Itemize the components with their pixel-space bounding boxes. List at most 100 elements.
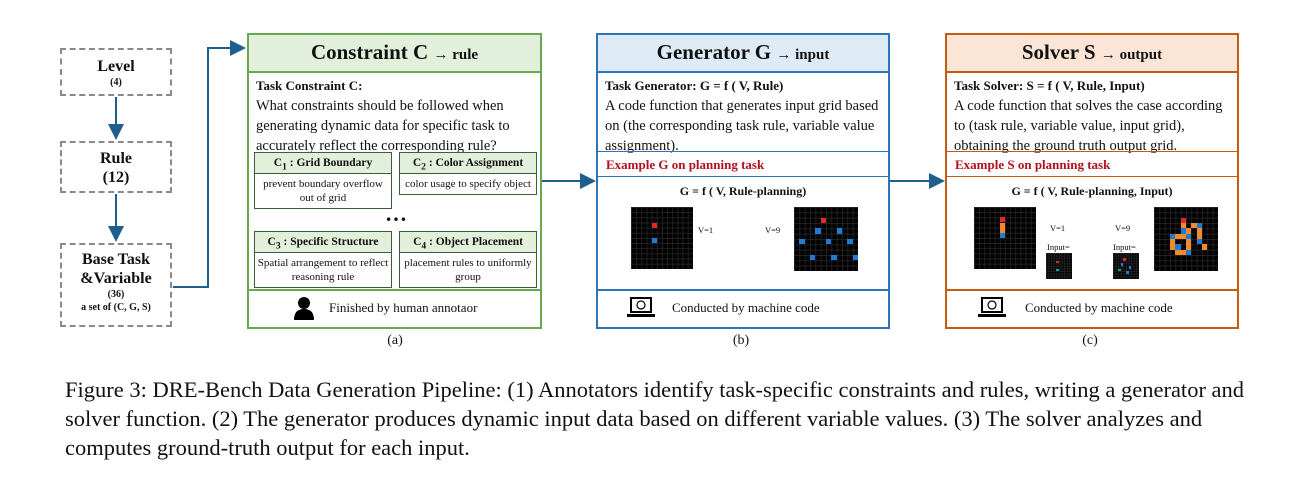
generator-title-sub: → input: [776, 47, 830, 63]
solver-input-label-left: Input=: [1047, 242, 1070, 252]
solver-desc-block: Task Solver: S = f ( V, Rule, Input) A c…: [954, 76, 1231, 156]
constraint-desc: Task Constraint C: What constraints shou…: [256, 76, 534, 156]
solver-panel: Solver S → output Task Solver: S = f ( V…: [945, 33, 1239, 329]
constraint-heading: Task Constraint C:: [256, 78, 363, 93]
constraint-box-1: C1 : Grid Boundary prevent boundary over…: [254, 152, 392, 209]
solver-output-grid-right: [1154, 207, 1218, 271]
constraint-3-index: 3: [275, 240, 281, 252]
grid-cell: [1180, 249, 1186, 255]
constraint-box-4: C4 : Object Placement placement rules to…: [399, 231, 537, 288]
constraint-panel-header: Constraint C → rule: [249, 35, 540, 73]
grid-cell: [1180, 228, 1186, 234]
grid-cell: [1170, 233, 1176, 239]
base-task-box: Base Task &Variable (36) a set of (C, G,…: [60, 243, 172, 327]
generator-formula: G = f ( V, Rule-planning): [679, 184, 807, 198]
generator-desc-block: Task Generator: G = f ( V, Rule) A code …: [605, 76, 882, 156]
constraint-4-name: : Object Placement: [429, 236, 523, 248]
solver-panel-header: Solver S → output: [947, 35, 1237, 73]
grid-cell: [1196, 228, 1202, 234]
rule-box: Rule (12): [60, 141, 172, 193]
grid-cell: [1175, 233, 1181, 239]
laptop-icon: [978, 297, 1006, 317]
base-task-label-2: &Variable: [80, 270, 152, 287]
constraint-4-index: 4: [421, 240, 427, 252]
constraint-panel: Constraint C → rule Task Constraint C: W…: [247, 33, 542, 329]
constraint-title: Constraint C: [310, 40, 429, 64]
grid-cell: [1196, 239, 1202, 245]
rule-count: (12): [102, 169, 130, 186]
solver-title: Solver S: [1021, 40, 1096, 64]
grid-cell: [1186, 233, 1192, 239]
grid-cell: [1186, 244, 1192, 250]
grid-cell: [1202, 244, 1208, 250]
grid-cell: [1175, 249, 1181, 255]
base-task-label-1: Base Task: [81, 251, 151, 268]
constraint-3-label: C: [267, 236, 276, 248]
grid-cell: [1170, 244, 1176, 250]
solver-output-grid-left: [974, 207, 1036, 269]
grid-cell: [820, 217, 826, 223]
grid-cell: [1128, 266, 1132, 269]
level-count: (4): [110, 77, 122, 88]
generator-grid-right: [794, 207, 858, 271]
caption-a: (a): [387, 333, 403, 348]
solver-footer: Conducted by machine code: [947, 289, 1237, 327]
constraint-footer: Finished by human annotaor: [249, 289, 540, 327]
caption-b: (b): [732, 333, 750, 348]
constraint-4-desc: placement rules to uniformly group: [404, 257, 532, 283]
grid-cell: [1175, 244, 1181, 250]
solver-input-label-right: Input=: [1113, 242, 1136, 252]
solver-example-band: Example S on planning task: [947, 151, 1237, 177]
generator-footer: Conducted by machine code: [598, 289, 888, 327]
grid-cell: [1120, 263, 1124, 266]
grid-cell: [836, 228, 842, 234]
grid-cell: [852, 255, 858, 261]
generator-example-band: Example G on planning task: [598, 151, 888, 177]
generator-footer-text: Conducted by machine code: [672, 300, 820, 315]
solver-v-left: V=1: [1050, 223, 1066, 233]
generator-panel-header: Generator G → input: [598, 35, 888, 73]
level-box: Level (4): [60, 48, 172, 96]
grid-cell: [651, 222, 657, 228]
constraint-box-3: C3 : Specific Structure Spatial arrangem…: [254, 231, 392, 288]
constraint-footer-text: Finished by human annotaor: [329, 300, 478, 315]
constraint-3-name: : Specific Structure: [283, 236, 379, 248]
grid-cell: [1180, 233, 1186, 239]
level-label: Level: [97, 58, 135, 75]
generator-title: Generator G: [656, 40, 772, 64]
grid-cell: [999, 217, 1005, 223]
base-task-note: a set of (C, G, S): [81, 302, 151, 313]
grid-cell: [1196, 223, 1202, 229]
grid-cell: [815, 228, 821, 234]
solver-footer-text: Conducted by machine code: [1025, 300, 1173, 315]
grid-cell: [651, 238, 657, 244]
generator-grid-left: [631, 207, 693, 269]
constraint-title-sub: → rule: [433, 47, 479, 63]
grid-cell: [1180, 223, 1186, 229]
grid-cell: [847, 239, 853, 245]
solver-title-sub: → output: [1100, 47, 1163, 63]
constraint-question: What constraints should be followed when…: [256, 98, 510, 154]
grid-cell: [1126, 271, 1129, 274]
constraint-2-index: 2: [421, 161, 426, 173]
grid-cell: [999, 227, 1005, 233]
constraint-3-desc: Spatial arrangement to reflect reasoning…: [257, 257, 389, 283]
grid-cell: [1186, 228, 1192, 234]
grid-cell: [831, 255, 837, 261]
rule-label: Rule: [100, 150, 132, 167]
constraint-2-label: C: [412, 157, 422, 169]
grid-cell: [999, 222, 1005, 228]
grid-cell: [1170, 239, 1176, 245]
laptop-icon: [627, 297, 655, 317]
grid-cell: [1186, 249, 1192, 255]
figure-caption: Figure 3: DRE-Bench Data Generation Pipe…: [65, 377, 1245, 460]
constraint-ellipsis: …: [385, 201, 407, 226]
constraint-4-label: C: [413, 236, 422, 248]
generator-v-right: V=9: [765, 225, 781, 235]
grid-cell: [799, 239, 805, 245]
solver-heading: Task Solver: S = f ( V, Rule, Input): [954, 78, 1145, 93]
constraint-1-name: : Grid Boundary: [289, 157, 373, 169]
generator-heading: Task Generator: G = f ( V, Rule): [605, 78, 784, 93]
generator-v-left: V=1: [698, 225, 714, 235]
constraint-1-label: C: [273, 157, 283, 169]
